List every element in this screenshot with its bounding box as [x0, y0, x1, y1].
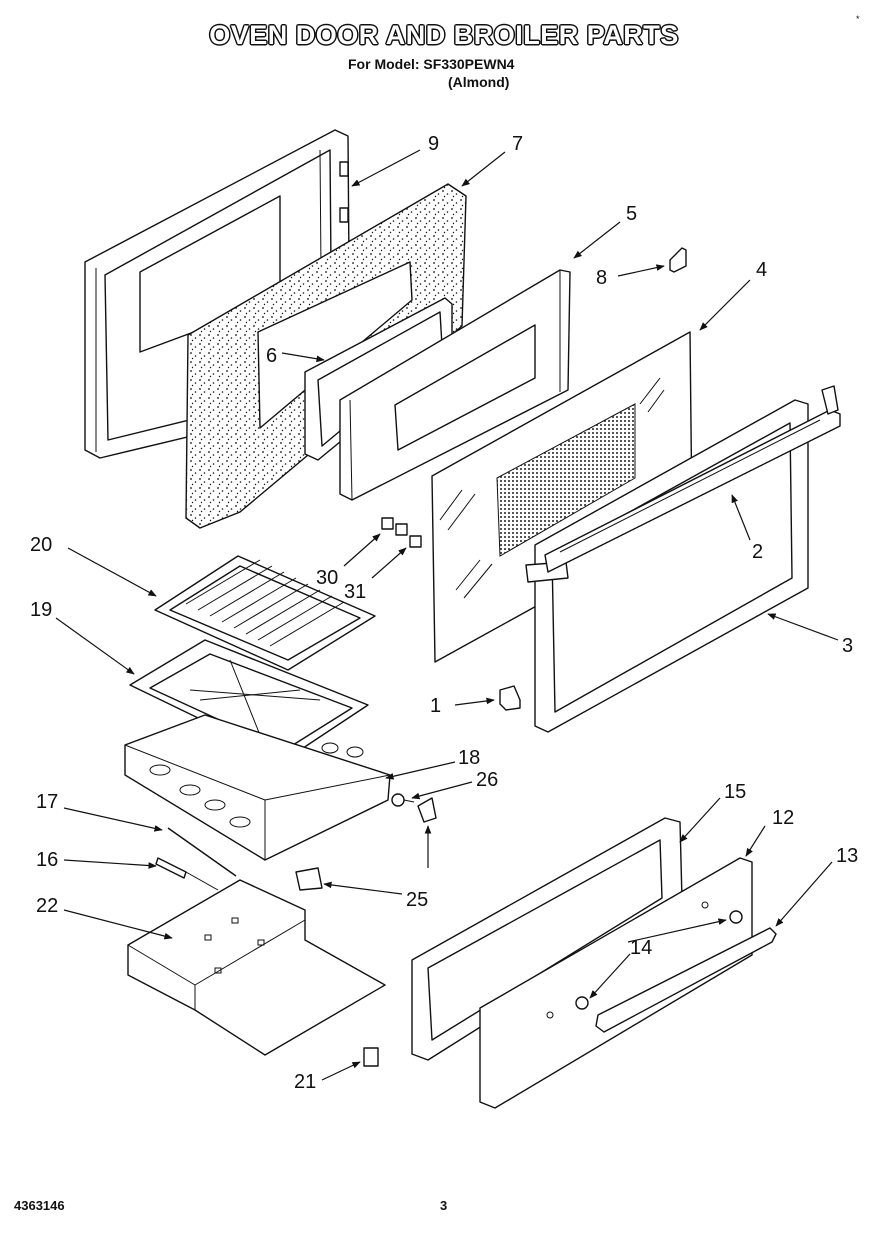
- part-5-door-liner: [339, 269, 571, 501]
- part-30-clip: [381, 517, 408, 536]
- part-20-broiler-grid: [154, 555, 376, 671]
- part-13-broiler-handle: [595, 927, 777, 1033]
- callout-3: 3: [842, 635, 854, 657]
- callout-16: 16: [36, 849, 59, 871]
- part-2-door-handle: [544, 385, 841, 573]
- page-title: OVEN DOOR AND BROILER PARTS: [209, 20, 679, 50]
- callout-1: 1: [430, 695, 442, 717]
- callout-8: 8: [596, 267, 608, 289]
- callout-31: 31: [344, 581, 367, 603]
- callout-25: 25: [406, 889, 429, 911]
- callout-17: 17: [36, 791, 59, 813]
- page-number: 3: [440, 1198, 448, 1213]
- model-line: For Model: SF330PEWN4: [348, 56, 515, 72]
- part-1-bumper: [499, 685, 521, 711]
- part-14-spacer: [575, 910, 743, 1010]
- part-8-clip: [669, 247, 687, 273]
- part-12-broiler-door-panel: [479, 857, 753, 1109]
- doc-number: 4363146: [14, 1198, 65, 1213]
- part-17-rod: [167, 827, 237, 877]
- callout-22: 22: [36, 895, 59, 917]
- color-line: (Almond): [448, 74, 510, 90]
- callout-6: 6: [266, 345, 278, 367]
- callout-26: 26: [476, 769, 499, 791]
- callout-7: 7: [512, 133, 524, 155]
- part-22-drawer-support: [127, 879, 386, 1056]
- callout-9: 9: [428, 133, 440, 155]
- part-26-screw: [391, 793, 415, 807]
- part-31-clip: [409, 535, 422, 548]
- callout-13: 13: [836, 845, 859, 867]
- callout-30: 30: [316, 567, 339, 589]
- callout-15: 15: [724, 781, 747, 803]
- callout-14: 14: [630, 937, 653, 959]
- callout-12: 12: [772, 807, 795, 829]
- corner-mark: *: [856, 14, 860, 24]
- callout-4: 4: [756, 259, 768, 281]
- callout-20: 20: [30, 534, 53, 556]
- leader-lines: [55, 149, 839, 1081]
- part-16-spring: [155, 857, 219, 891]
- part-25-bracket: [295, 797, 437, 891]
- callout-5: 5: [626, 203, 638, 225]
- callout-2: 2: [752, 541, 764, 563]
- part-21-clip: [363, 1047, 379, 1067]
- callout-21: 21: [294, 1071, 317, 1093]
- part-18-broiler-drawer: [124, 714, 391, 861]
- callout-19: 19: [30, 599, 53, 621]
- callout-18: 18: [458, 747, 481, 769]
- part-4-outer-door-glass: [431, 331, 693, 663]
